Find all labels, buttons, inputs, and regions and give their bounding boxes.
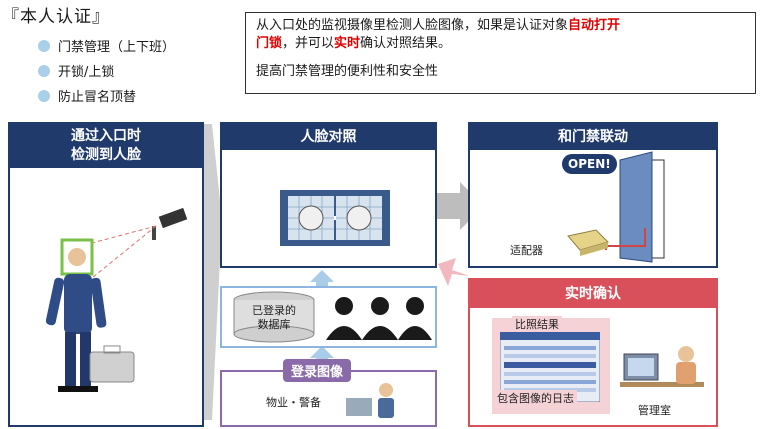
- adapter-icon: [567, 229, 609, 256]
- bullet-item: 防止冒名顶替: [38, 86, 136, 105]
- bullet-dot-icon: [38, 89, 50, 102]
- info-box: 从入口处的监视摄像里检测人脸图像，如果是认证对象自动打开 门锁，并可以实时确认对…: [245, 12, 756, 94]
- briefcase-icon: [89, 345, 135, 383]
- bullet-dot-icon: [38, 39, 50, 52]
- database-illustration: [233, 291, 432, 343]
- face-compare-illustration: [280, 190, 390, 246]
- open-bubble: OPEN!: [562, 154, 617, 174]
- log-label: 包含图像的日志: [494, 390, 577, 406]
- person-camera-illustration: [45, 207, 188, 392]
- realtime-panel: 实时确认 比照结果 包含图像的日志 管理室: [468, 278, 718, 427]
- database-panel: 已登录的 数据库: [220, 286, 437, 348]
- register-title: 登录图像: [283, 359, 352, 382]
- camera-icon: [152, 207, 188, 240]
- people-icons: [326, 297, 432, 340]
- database-icon: [233, 291, 315, 343]
- detect-panel: 通过入口时 检测到人脸: [8, 122, 204, 427]
- bullet-dot-icon: [38, 64, 50, 77]
- bullet-item: 门禁管理（上下班）: [38, 36, 175, 55]
- person-icon: [45, 248, 107, 392]
- staff-label: 物业・警备: [266, 396, 321, 409]
- page-title: 『本人认证』: [2, 7, 110, 27]
- arrow-up-icon: [310, 270, 334, 290]
- staff-illustration: [346, 383, 394, 418]
- compare-panel: 人脸对照: [220, 122, 437, 268]
- admin-room-illustration: [620, 346, 704, 387]
- result-label: 比照结果: [512, 316, 562, 332]
- door-illustration: [567, 151, 665, 263]
- door-panel: 和门禁联动 OPEN! 适配器: [468, 122, 718, 268]
- person-icon: [678, 346, 694, 362]
- person-icon: [379, 383, 393, 397]
- bullet-item: 开锁/上锁: [38, 61, 114, 80]
- monitor-icon: [628, 358, 654, 376]
- adapter-label: 适配器: [510, 244, 543, 257]
- face-icon: [298, 205, 324, 231]
- face-icon: [346, 205, 372, 231]
- arrow-diagonal-icon: [438, 258, 470, 286]
- monitor-icon: [346, 398, 372, 416]
- room-label: 管理室: [638, 404, 671, 417]
